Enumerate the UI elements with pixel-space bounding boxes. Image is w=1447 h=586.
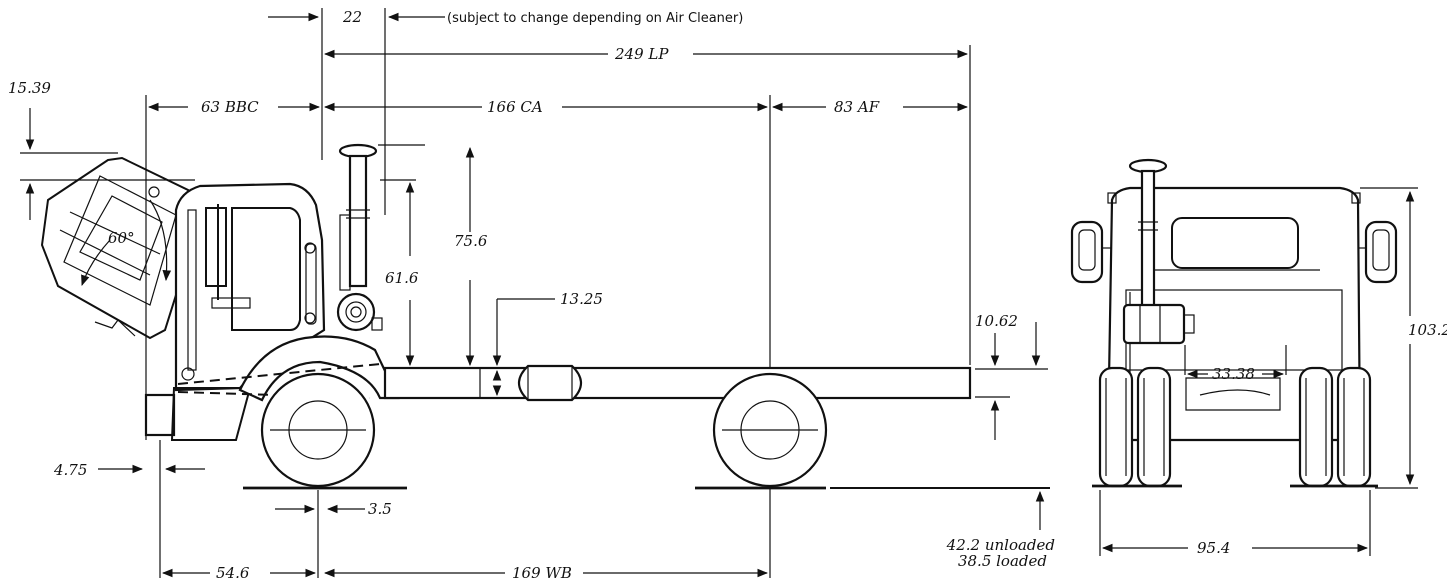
exhaust-height-label: 75.6 [454, 232, 488, 250]
frame-depth-dimension: 13.25 [492, 290, 603, 397]
rear-wheel [712, 372, 828, 488]
bumper-offset-label: 4.75 [53, 461, 87, 479]
hood-tilt-height-label: 15.39 [8, 79, 51, 97]
lp-label: 249 LP [614, 45, 669, 63]
af-label: 83 AF [834, 98, 880, 116]
overall-width-label: 95.4 [1197, 539, 1230, 557]
bumper-offset-dimension: 4.75 [53, 440, 205, 578]
overall-height-dimension: 103.2 [1360, 187, 1447, 489]
ca-label: 166 CA [487, 98, 543, 116]
exhaust-height-dimension: 75.6 [378, 144, 488, 367]
bbc-ca-af-dimension: 63 BBC 166 CA 83 AF [145, 95, 969, 500]
hood-tilt-dimension: 15.39 [8, 79, 195, 220]
air-cleaner-dimension: 22 (subject to change depending on Air C… [268, 8, 743, 215]
wb-label: 169 WB [512, 564, 572, 582]
truck-side-view [144, 143, 1050, 490]
frame-ground-dimension: 42.2 unloaded 38.5 loaded [946, 490, 1055, 570]
frame-depth-label: 13.25 [560, 290, 603, 308]
tilted-hood: 60° [40, 156, 200, 340]
bbc-label: 63 BBC [201, 98, 259, 116]
cab-height-label: 61.6 [385, 269, 419, 287]
axle-setback-dimension: 3.5 [275, 490, 392, 578]
air-cleaner-offset-label: 22 [342, 8, 362, 26]
frame-height-right-label: 10.62 [975, 312, 1018, 330]
frame-height-right-dimension: 10.62 [975, 312, 1048, 440]
truck-front-view [1070, 158, 1398, 488]
tilt-angle-label: 60° [108, 229, 135, 247]
frame-ground-loaded-label: 38.5 loaded [958, 552, 1047, 570]
front-overhang-label: 54.6 [216, 564, 250, 582]
front-wheel [260, 372, 376, 488]
track-spacing-label: 33.38 [1212, 365, 1255, 383]
overall-height-label: 103.2 [1408, 321, 1447, 339]
lp-dimension: 249 LP [323, 45, 971, 365]
overhang-wb-dimension: 54.6 169 WB [161, 500, 771, 582]
exhaust-stack [336, 143, 383, 332]
cab-height-dimension: 61.6 [380, 179, 419, 367]
axle-setback-label: 3.5 [368, 500, 392, 518]
overall-width-dimension: 95.4 [1099, 490, 1371, 557]
air-cleaner-note: (subject to change depending on Air Clea… [447, 11, 743, 26]
track-spacing-dimension: 33.38 [1184, 345, 1287, 383]
frame-ground-unloaded-label: 42.2 unloaded [946, 536, 1055, 554]
